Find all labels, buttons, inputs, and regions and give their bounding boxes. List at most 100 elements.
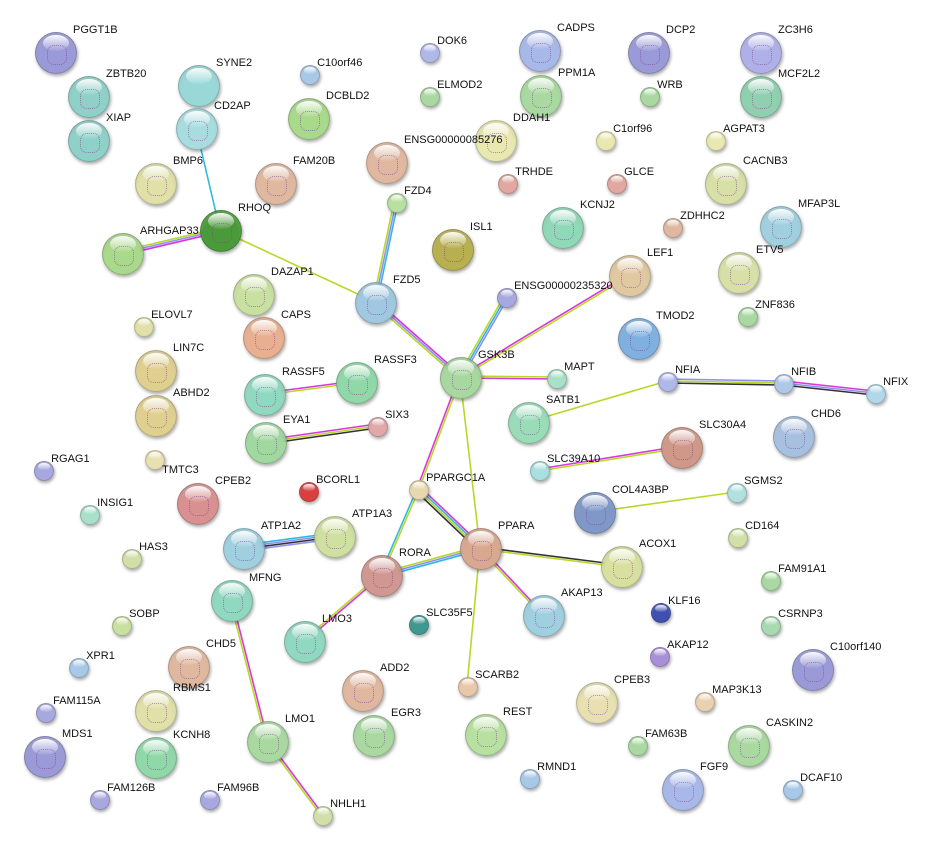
node-label-mfap3l[interactable]: MFAP3L [798,198,841,210]
node-rhoq[interactable] [200,210,242,252]
node-ppm1a[interactable] [520,75,562,117]
node-egr3[interactable] [353,715,395,757]
node-cpeb2[interactable] [177,483,219,525]
node-pggt1b[interactable] [35,32,77,74]
node-label-fam20b[interactable]: FAM20B [293,155,336,167]
node-label-zdhhc2[interactable]: ZDHHC2 [680,210,725,222]
node-label-arhgap33[interactable]: ARHGAP33 [140,225,199,237]
node-label-zc3h6[interactable]: ZC3H6 [778,24,813,36]
edge-gsk3b-ppara-textmining[interactable] [459,376,481,549]
node-label-mds1[interactable]: MDS1 [62,728,93,740]
edge-slc39a10-slc30a4-experiments[interactable] [538,445,681,470]
node-ensg00000085276[interactable] [366,142,408,184]
node-label-sgms2[interactable]: SGMS2 [744,475,783,487]
node-label-kcnh8[interactable]: KCNH8 [173,729,211,741]
node-label-nfib[interactable]: NFIB [791,366,817,378]
node-label-fam63b[interactable]: FAM63B [645,728,688,740]
node-label-rassf5[interactable]: RASSF5 [282,366,325,378]
node-mfng[interactable] [211,580,253,622]
node-label-ppara[interactable]: PPARA [498,520,535,532]
node-acox1[interactable] [601,546,643,588]
node-label-dok6[interactable]: DOK6 [437,35,468,47]
node-label-cacnb3[interactable]: CACNB3 [743,155,788,167]
edge-satb1-nfia-textmining[interactable] [527,380,668,423]
node-label-c1orf96[interactable]: C1orf96 [613,123,653,135]
node-label-ppm1a[interactable]: PPM1A [558,67,596,79]
node-label-ensg00000235320[interactable]: ENSG00000235320 [514,280,613,292]
node-label-c10orf46[interactable]: C10orf46 [317,57,363,69]
node-etv5[interactable] [718,252,760,294]
node-akap13[interactable] [523,595,565,637]
node-zbtb20[interactable] [68,76,110,118]
node-label-scarb2[interactable]: SCARB2 [475,669,520,681]
node-label-c10orf140[interactable]: C10orf140 [830,641,882,653]
node-label-lmo1[interactable]: LMO1 [285,713,315,725]
node-label-akap13[interactable]: AKAP13 [561,587,603,599]
node-label-rhoq[interactable]: RHOQ [238,202,271,214]
node-label-fam115a[interactable]: FAM115A [53,695,101,707]
node-label-ppargc1a[interactable]: PPARGC1A [426,472,486,484]
node-rassf3[interactable] [336,362,378,404]
node-label-col4a3bp[interactable]: COL4A3BP [612,484,669,496]
node-dcbld2[interactable] [288,98,330,140]
node-label-slc39a10[interactable]: SLC39A10 [547,453,601,465]
node-lmo1[interactable] [247,721,289,763]
edge-nfia-nfib-homology[interactable] [667,378,784,382]
node-fzd5[interactable] [355,282,397,324]
edge-col4a3bp-sgms2-textmining[interactable] [593,491,737,513]
node-label-has3[interactable]: HAS3 [139,541,168,553]
node-label-rest[interactable]: REST [503,706,533,718]
node-label-slc35f5[interactable]: SLC35F5 [426,607,473,619]
node-label-lmo3[interactable]: LMO3 [322,613,352,625]
node-label-klf16[interactable]: KLF16 [668,595,701,607]
node-gsk3b[interactable] [440,357,482,399]
node-fgf9[interactable] [662,769,704,811]
node-col4a3bp[interactable] [574,492,616,534]
node-label-lef1[interactable]: LEF1 [647,247,674,259]
node-lef1[interactable] [609,255,651,297]
node-satb1[interactable] [508,402,550,444]
node-label-nfix[interactable]: NFIX [883,376,909,388]
node-rbms1[interactable] [135,690,177,732]
node-label-bcorl1[interactable]: BCORL1 [316,474,361,486]
node-label-dcbld2[interactable]: DCBLD2 [326,90,370,102]
node-isl1[interactable] [432,229,474,271]
node-label-ensg00000085276[interactable]: ENSG00000085276 [404,134,503,146]
node-add2[interactable] [342,670,384,712]
edge-gsk3b-lef1-textmining[interactable] [460,275,630,379]
node-label-fam96b[interactable]: FAM96B [217,782,260,794]
edge-rhoq-fzd5-textmining[interactable] [219,229,376,303]
edge-nfib-nfix-homology[interactable] [782,382,876,394]
node-label-agpat3[interactable]: AGPAT3 [723,123,765,135]
edge-nfib-nfix-coexpression[interactable] [782,384,875,396]
node-label-fzd5[interactable]: FZD5 [393,274,421,286]
node-label-rmnd1[interactable]: RMND1 [537,761,577,773]
edge-ppara-scarb2-textmining[interactable] [466,547,481,687]
node-label-satb1[interactable]: SATB1 [546,394,581,406]
node-label-cd2ap[interactable]: CD2AP [214,100,251,112]
node-label-syne2[interactable]: SYNE2 [216,57,253,69]
node-label-csrnp3[interactable]: CSRNP3 [778,608,823,620]
node-c10orf140[interactable] [792,649,834,691]
node-label-akap12[interactable]: AKAP12 [667,639,709,651]
node-label-atp1a3[interactable]: ATP1A3 [352,508,393,520]
node-eya1[interactable] [245,422,287,464]
node-label-glce[interactable]: GLCE [624,166,655,178]
node-label-kcnj2[interactable]: KCNJ2 [580,199,615,211]
node-tmod2[interactable] [618,318,660,360]
node-label-nhlh1[interactable]: NHLH1 [330,798,367,810]
node-label-cadps[interactable]: CADPS [557,22,595,34]
node-label-wrb[interactable]: WRB [657,79,683,91]
node-label-lin7c[interactable]: LIN7C [173,342,205,354]
node-label-rgag1[interactable]: RGAG1 [51,453,90,465]
node-label-caps[interactable]: CAPS [281,309,311,321]
node-label-sobp[interactable]: SOBP [129,608,160,620]
node-label-cpeb3[interactable]: CPEB3 [614,674,651,686]
node-label-tmtc3[interactable]: TMTC3 [162,464,199,476]
node-label-cd164[interactable]: CD164 [745,520,780,532]
edge-nfia-nfib-textmining[interactable] [666,380,784,384]
node-label-rora[interactable]: RORA [399,547,431,559]
node-label-dcaf10[interactable]: DCAF10 [800,772,843,784]
node-rest[interactable] [465,714,507,756]
node-label-caskin2[interactable]: CASKIN2 [766,717,814,729]
